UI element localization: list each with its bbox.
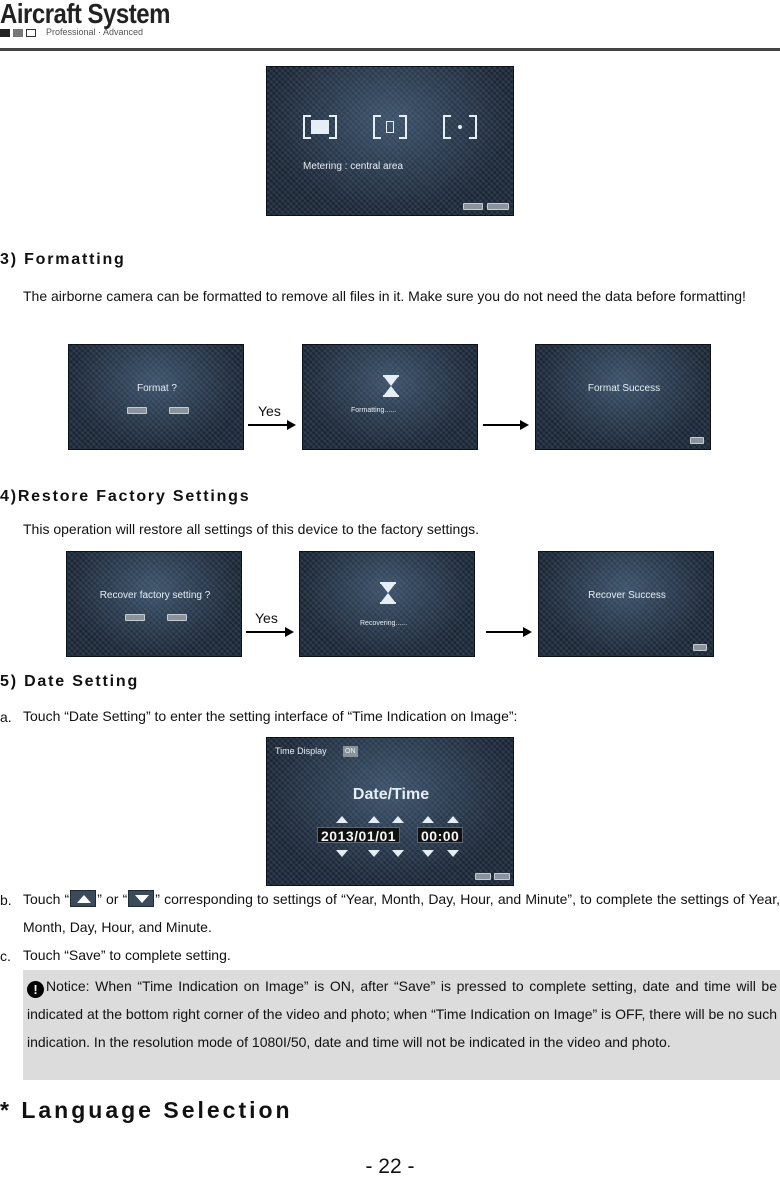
time-display-badge: ON — [343, 746, 358, 757]
up-arrow-icon — [368, 816, 380, 823]
frame-center-icon — [373, 115, 407, 139]
down-button-icon — [128, 890, 155, 907]
frame-full-icon — [303, 115, 337, 139]
metering-label: Metering : central area — [303, 161, 404, 172]
recovering-progress-screenshot: Recovering...... — [299, 551, 475, 657]
time-value: 00:00 — [417, 827, 464, 844]
down-arrow-icon — [422, 850, 434, 857]
recovering-progress-text: Recovering...... — [360, 620, 408, 627]
arrow-right-icon — [248, 420, 296, 430]
down-arrow-icon — [368, 850, 380, 857]
step-b-mid: ” or “ — [97, 891, 128, 907]
recover-confirm-text: Recover factory setting ? — [99, 590, 211, 601]
arrow-right-icon — [483, 420, 529, 430]
up-arrow-icon — [447, 816, 459, 823]
section-heading-restore: 4)Restore Factory Settings — [0, 488, 251, 505]
brand-subline: Professional · Advanced — [0, 27, 160, 40]
page-number: - 22 - — [365, 1155, 415, 1177]
format-confirm-screenshot: Format ? — [68, 344, 244, 450]
screen-button — [127, 407, 147, 414]
notice-text: !Notice: When “Time Indication on Image”… — [27, 972, 777, 1056]
step-a-text: Touch “Date Setting” to enter the settin… — [23, 708, 518, 724]
recover-confirm-screenshot: Recover factory setting ? — [66, 551, 242, 657]
screen-button — [693, 644, 707, 651]
arrow-right-icon — [246, 627, 294, 637]
notice-content: Notice: When “Time Indication on Image” … — [27, 978, 777, 1050]
formatting-progress-screenshot: Formatting...... — [302, 344, 478, 450]
step-b-pre: Touch “ — [23, 891, 70, 907]
up-arrow-icon — [392, 816, 404, 823]
date-value: 2013/01/01 — [317, 827, 401, 844]
section-heading-formatting: 3) Formatting — [0, 251, 126, 268]
formatting-progress-text: Formatting...... — [351, 407, 397, 414]
format-success-text: Format Success — [587, 383, 661, 394]
section-heading-date: 5) Date Setting — [0, 673, 140, 690]
formatting-description: The airborne camera can be formatted to … — [23, 288, 746, 304]
hourglass-icon — [380, 582, 396, 604]
restore-description: This operation will restore all settings… — [23, 521, 479, 537]
arrow-right-icon — [486, 627, 532, 637]
down-arrow-icon — [447, 850, 459, 857]
brand-tagline: Professional · Advanced — [46, 27, 144, 37]
brand-logo: Aircraft System Professional · Advanced — [0, 0, 170, 37]
recover-success-text: Recover Success — [588, 590, 666, 601]
section-heading-language: * Language Selection — [0, 1097, 293, 1123]
screen-button — [690, 437, 704, 444]
date-time-title: Date/Time — [352, 786, 430, 803]
metering-screenshot: Metering : central area — [266, 66, 514, 216]
down-arrow-icon — [336, 850, 348, 857]
step-a-label: a. — [0, 709, 12, 725]
screen-button — [487, 203, 509, 210]
step-b-text: Touch “ ” or “” corresponding to settings… — [23, 885, 780, 941]
up-arrow-icon — [336, 816, 348, 823]
step-c-label: c. — [0, 948, 11, 964]
header-divider — [0, 48, 780, 51]
brand-title: Aircraft System — [0, 0, 170, 30]
format-confirm-text: Format ? — [136, 383, 177, 394]
yes-label: Yes — [258, 403, 281, 419]
exclamation-icon: ! — [27, 981, 44, 998]
hourglass-icon — [383, 375, 399, 397]
step-b-label: b. — [0, 892, 12, 908]
step-c-text: Touch “Save” to complete setting. — [23, 947, 231, 963]
down-arrow-icon — [392, 850, 404, 857]
screen-button — [463, 203, 483, 210]
notice-box: !Notice: When “Time Indication on Image”… — [23, 970, 780, 1080]
square-icon — [13, 29, 23, 37]
step-b-post: ” corresponding to settings of “Year, Mo… — [23, 891, 780, 935]
recover-success-screenshot: Recover Success — [538, 551, 714, 657]
square-outline-icon — [26, 29, 36, 37]
screen-button — [167, 614, 187, 621]
yes-label: Yes — [255, 610, 278, 626]
screen-button — [475, 873, 491, 880]
square-icon — [0, 29, 10, 37]
time-display-label: Time Display — [275, 746, 327, 756]
screen-button — [169, 407, 189, 414]
date-setting-screenshot: Time Display ON Date/Time 2013/01/01 00:… — [266, 737, 514, 886]
frame-spot-icon — [443, 115, 477, 139]
format-success-screenshot: Format Success — [535, 344, 711, 450]
up-arrow-icon — [422, 816, 434, 823]
up-button-icon — [70, 890, 97, 907]
screen-button — [494, 873, 510, 880]
screen-button — [125, 614, 145, 621]
